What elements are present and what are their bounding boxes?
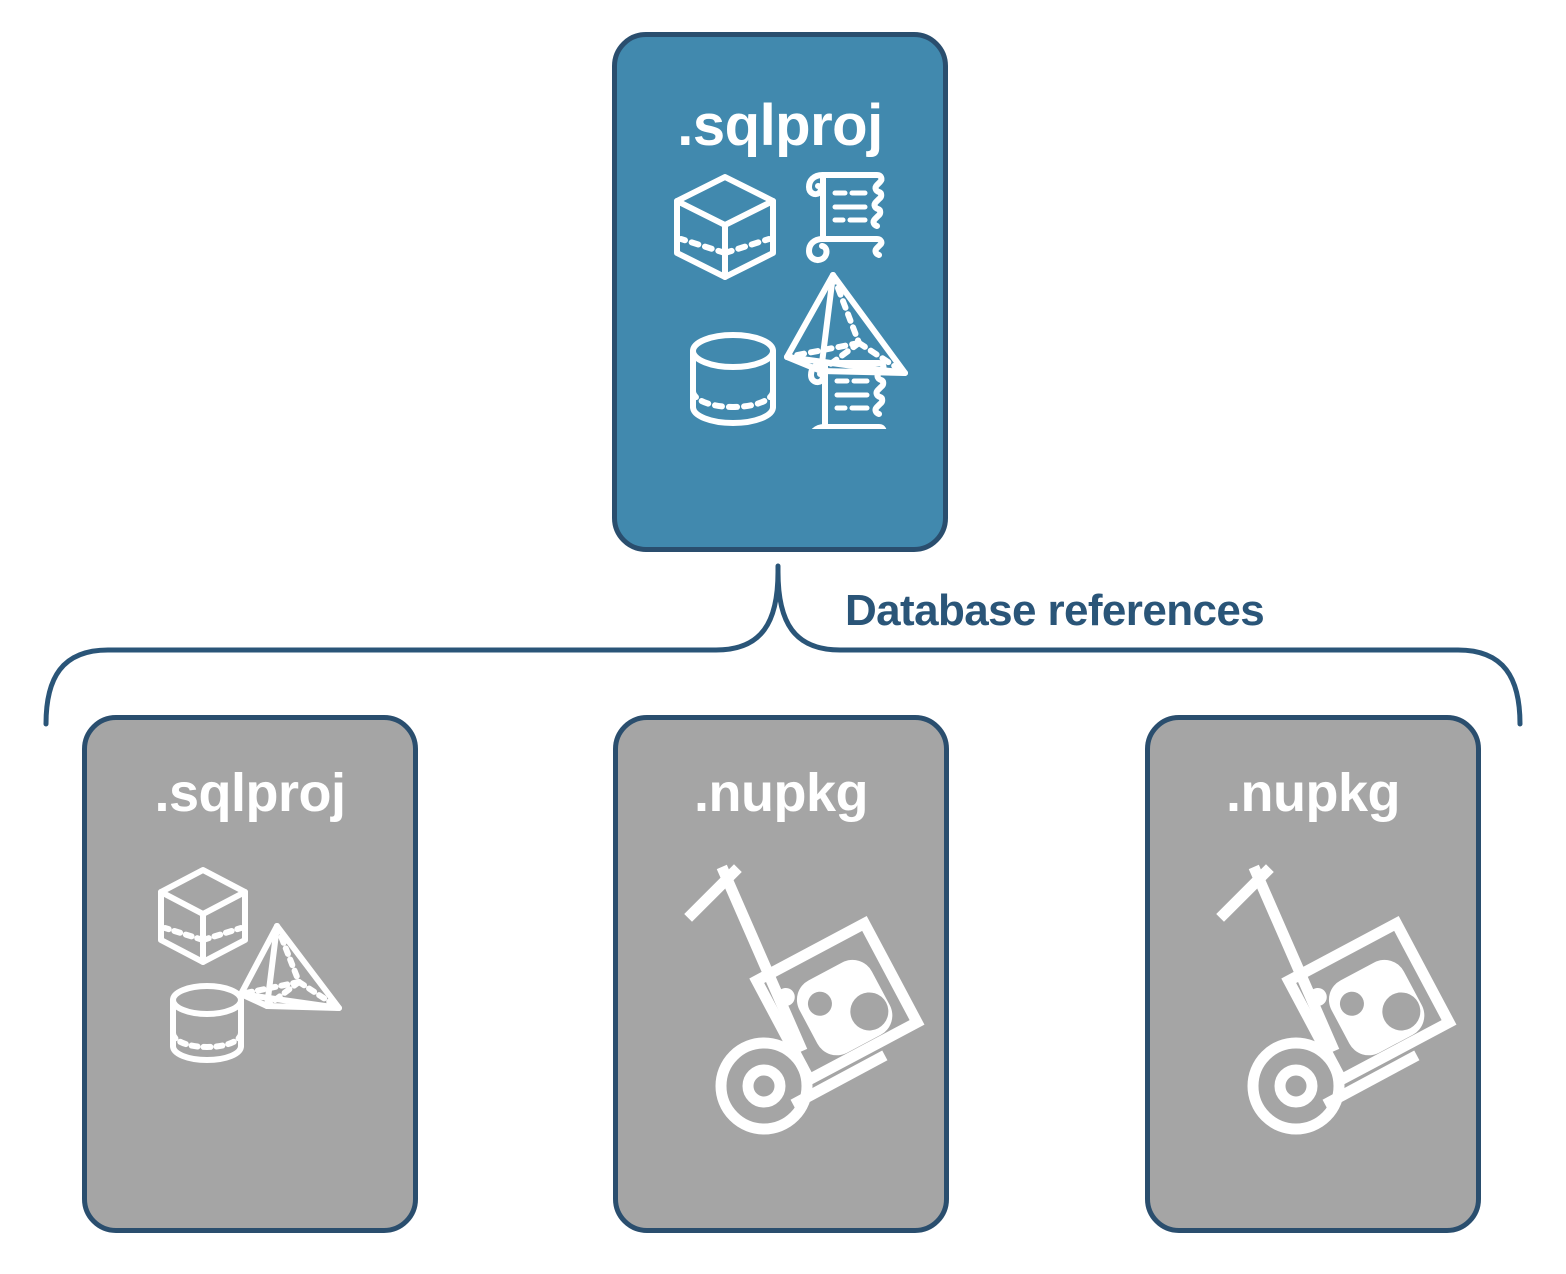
node-card-sqlproj-reference[interactable]: .sqlproj bbox=[82, 715, 418, 1233]
cylinder-icon bbox=[170, 983, 244, 1063]
scroll-icon bbox=[806, 172, 885, 263]
database-objects-icon bbox=[155, 860, 355, 1070]
nuget-package-icon bbox=[1281, 916, 1457, 1088]
cylinder-icon bbox=[690, 332, 776, 426]
node-card-sqlproj-root[interactable]: .sqlproj bbox=[612, 32, 948, 552]
database-objects-icon bbox=[669, 163, 909, 451]
node-card-nupkg-reference-1[interactable]: .nupkg bbox=[613, 715, 949, 1233]
card-title: .nupkg bbox=[694, 763, 868, 823]
card-title: .sqlproj bbox=[154, 763, 346, 823]
pyramid-icon bbox=[784, 272, 908, 376]
cube-icon bbox=[158, 867, 248, 965]
cube-icon bbox=[674, 174, 776, 280]
nuget-package-icon bbox=[749, 916, 925, 1088]
bracket-label: Database references bbox=[845, 586, 1265, 635]
card-title: .nupkg bbox=[1226, 763, 1400, 823]
pyramid-icon bbox=[238, 923, 342, 1011]
hand-truck-package-icon bbox=[648, 850, 928, 1150]
hand-truck-package-icon bbox=[1180, 850, 1460, 1150]
card-title: .sqlproj bbox=[677, 93, 883, 158]
node-card-nupkg-reference-2[interactable]: .nupkg bbox=[1145, 715, 1481, 1233]
